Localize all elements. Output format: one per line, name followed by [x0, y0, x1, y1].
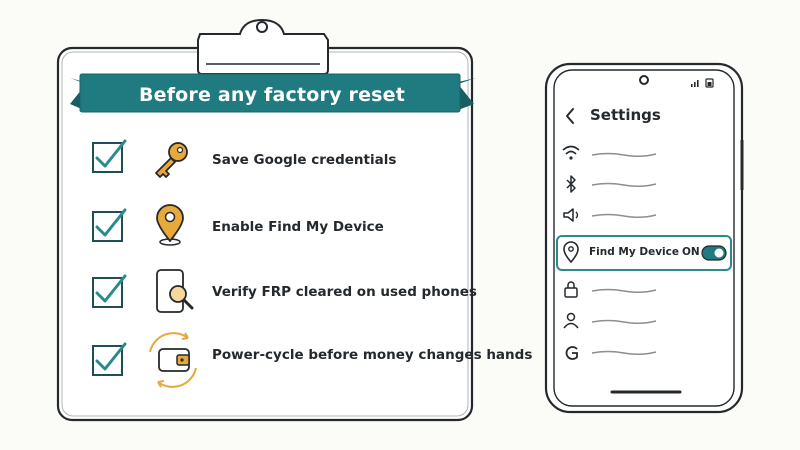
- lock-icon: [564, 281, 578, 298]
- checkbox-3: [92, 274, 127, 308]
- person-placeholder-line: [591, 319, 657, 325]
- signal-icon: [691, 80, 699, 87]
- key-icon: [155, 142, 188, 178]
- back-arrow-icon[interactable]: [566, 108, 574, 124]
- find-my-device-label: Find My Device: [589, 246, 679, 258]
- checklist-title: Before any factory reset: [138, 84, 406, 106]
- find-my-device-row[interactable]: [556, 235, 732, 271]
- find-my-device-state: ON: [682, 246, 700, 258]
- clipboard-clip: [197, 18, 329, 75]
- location-icon: [563, 241, 579, 264]
- front-camera-icon: [639, 75, 649, 85]
- item-label-3: Verify FRP cleared on used phones: [212, 284, 477, 300]
- person-icon: [563, 312, 579, 329]
- settings-title: Settings: [590, 106, 661, 124]
- battery-icon: [705, 78, 714, 88]
- google-icon: [565, 346, 578, 360]
- wallet-cycle-icon: [149, 332, 197, 388]
- lock-placeholder-line: [591, 288, 657, 294]
- checkbox-1: [92, 139, 127, 173]
- volume-icon: [563, 208, 579, 222]
- wifi-icon: [562, 145, 580, 160]
- bluetooth-placeholder-line: [591, 182, 657, 188]
- volume-placeholder-line: [591, 213, 657, 219]
- find-my-device-toggle[interactable]: [701, 245, 727, 261]
- wifi-placeholder-line: [591, 152, 657, 158]
- location-pin-icon: [156, 204, 184, 246]
- item-label-2: Enable Find My Device: [212, 219, 384, 235]
- checkbox-2: [92, 208, 127, 242]
- item-label-4: Power-cycle before money changes hands: [212, 347, 533, 363]
- phone-magnifier-icon: [156, 269, 194, 313]
- checkbox-4: [92, 342, 127, 376]
- bluetooth-icon: [566, 175, 576, 193]
- google-placeholder-line: [591, 350, 657, 356]
- title-banner: [70, 73, 476, 113]
- item-label-1: Save Google credentials: [212, 152, 397, 168]
